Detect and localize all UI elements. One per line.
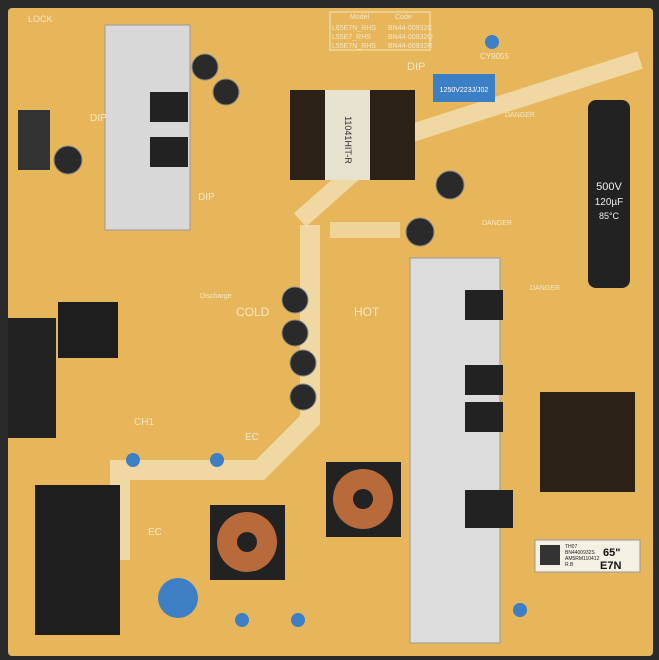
toroid-chokes — [210, 462, 401, 580]
film-cap-label: 1250V223J/J02 — [440, 87, 489, 94]
svg-text:R.B: R.B — [565, 562, 574, 568]
heatsink-left — [104, 24, 191, 231]
svg-text:E7N: E7N — [600, 560, 621, 572]
discharge-label: Discharge — [200, 293, 232, 300]
cy-label: CY9055 — [480, 52, 509, 61]
y-capacitors — [126, 35, 527, 627]
cold-label: COLD — [236, 305, 270, 319]
lock-label: LOCK — [28, 14, 53, 24]
hv-capacitor — [588, 100, 630, 288]
film-capacitor — [433, 74, 495, 102]
svg-text:Code: Code — [395, 14, 412, 21]
output-connector — [8, 318, 56, 438]
dip-label: DIP — [198, 192, 215, 203]
danger-label: DANGER — [505, 112, 535, 119]
svg-text:BN4400932S: BN4400932S — [565, 550, 595, 556]
ec-label: EC — [245, 432, 259, 443]
svg-text:L55E7N_RHS: L55E7N_RHS — [332, 43, 376, 50]
model-sticker: TH07 BN4400932S AM5RM110412 R.B 65" E7N — [534, 539, 641, 573]
ec-label: EC — [148, 527, 162, 538]
pfc-inductor — [540, 392, 635, 492]
svg-text:AM5RM110412: AM5RM110412 — [565, 556, 600, 562]
dip-label: DIP — [90, 113, 107, 124]
svg-text:Model: Model — [350, 14, 370, 21]
cap-capacitance: 120µF — [595, 197, 624, 208]
dip-label: DIP — [407, 61, 425, 73]
svg-text:BN44-00932C: BN44-00932C — [388, 25, 432, 32]
svg-text:L55E7_RHS: L55E7_RHS — [332, 34, 371, 41]
svg-text:L65E7N_RHS: L65E7N_RHS — [332, 25, 376, 32]
svg-text:TH07: TH07 — [565, 544, 577, 550]
svg-text:BN44-00932R: BN44-00932R — [388, 43, 432, 50]
model-table: Model Code L65E7N_RHS BN44-00932C L55E7_… — [329, 11, 433, 51]
svg-text:65": 65" — [603, 547, 620, 559]
mosfets — [150, 92, 513, 528]
transformer-label: 11041HIT-R — [343, 116, 353, 164]
cap-temp: 85°C — [599, 211, 620, 221]
electrolytic-capacitors — [53, 53, 465, 411]
hot-label: HOT — [354, 305, 380, 319]
danger-label: DANGER — [530, 285, 560, 292]
ac-inlet — [35, 485, 120, 635]
heatsink-right — [409, 257, 501, 644]
svg-text:BN44-00932Q: BN44-00932Q — [388, 34, 433, 41]
ac-filter — [58, 302, 118, 358]
cap-voltage: 500V — [596, 181, 622, 193]
ch1-label: CH1 — [134, 417, 154, 428]
danger-label: DANGER — [482, 220, 512, 227]
small-connector — [18, 110, 50, 170]
